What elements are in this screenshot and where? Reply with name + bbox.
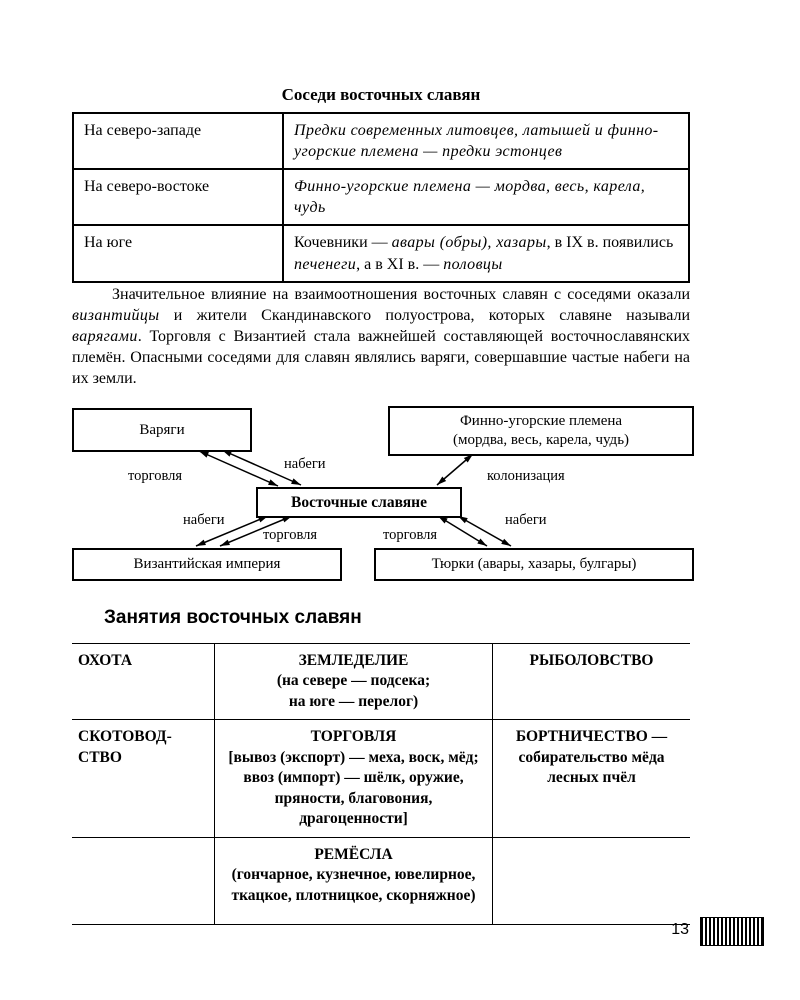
intro-paragraph: Значительное влияние на взаимоотношения … — [72, 284, 690, 389]
cell-hunting: ОХОТА — [72, 642, 215, 720]
table-row: На юге Кочевники — авары (обры), хазары,… — [72, 224, 690, 283]
cell-cattle-breeding: СКОТОВОД- СТВО — [72, 719, 215, 838]
cell-farming: ЗЕМЛЕДЕЛИЕ (на севере — подсека; на юге … — [214, 642, 493, 720]
text-segment: , а в XI в. — — [356, 255, 444, 273]
box-label: Восточные славяне — [291, 493, 427, 511]
arrow-turks-slavs-2 — [457, 515, 512, 547]
crafts-title: РЕМЁСЛА — [314, 845, 393, 863]
neighbor-direction: На северо-востоке — [72, 168, 284, 227]
arrowhead — [501, 538, 511, 546]
table-row: РЕМЁСЛА (гончарное, кузнечное, ювелирное… — [72, 836, 690, 925]
page-title: Соседи восточных славян — [281, 85, 481, 104]
arrowhead — [268, 479, 278, 486]
crafts-sub: (гончарное, кузнечное, ювелирное, ткацко… — [231, 866, 476, 904]
occupations-heading: Занятия восточных славян — [104, 607, 362, 628]
text-segment: . Торговля с Византией стала важнейшей с… — [72, 328, 690, 387]
arrow-label-raids-byzantine: набеги — [183, 512, 225, 528]
farming-sub: (на севере — подсека; — [276, 672, 431, 690]
arrowhead — [477, 538, 487, 546]
text-segment-italic: печенеги — [294, 255, 357, 273]
neighbor-direction: На юге — [72, 224, 284, 283]
box-label: Византийская империя — [133, 556, 281, 573]
table-row: На северо-востоке Финно-угорские племена… — [72, 168, 690, 227]
table-row: ОХОТА ЗЕМЛЕДЕЛИЕ (на севере — подсека; н… — [72, 642, 690, 720]
neighbor-direction: На северо-западе — [72, 111, 284, 171]
box-varangians: Варяги — [72, 408, 252, 452]
arrowhead — [199, 451, 209, 458]
text-segment: и жители Скандинавского полуострова, кот… — [159, 307, 690, 324]
farming-sub: на юге — перелог) — [288, 692, 419, 710]
cell-empty-right — [492, 836, 690, 925]
arrowhead — [291, 478, 301, 485]
box-turks: Тюрки (авары, хазары, булгары) — [374, 548, 694, 581]
text-segment-italic: авары (обры), хазары — [391, 234, 547, 252]
cell-trade: ТОРГОВЛЯ [вывоз (экспорт) — меха, воск, … — [214, 719, 493, 838]
arrowhead — [463, 454, 473, 463]
arrow-byzantine-slavs-1 — [195, 515, 269, 547]
table-row: СКОТОВОД- СТВО ТОРГОВЛЯ [вывоз (экспорт)… — [72, 719, 690, 838]
box-label: Финно-угорские племена — [459, 413, 623, 430]
box-finno-ugric: Финно-угорские племена (мордва, весь, ка… — [388, 406, 694, 456]
arrow-label-raids-varangians: набеги — [284, 456, 326, 472]
text-segment: Значительное влияние на взаимоотношения … — [112, 286, 690, 303]
cell-empty-left — [72, 836, 215, 925]
arrow-varangians-slavs-1 — [198, 450, 279, 487]
arrow-label-trade-byzantine: торговля — [263, 527, 318, 543]
cell-crafts: РЕМЁСЛА (гончарное, кузнечное, ювелирное… — [214, 836, 493, 925]
neighbor-description: Предки современных литовцев, латышей и ф… — [282, 111, 690, 171]
cattle-line: СТВО — [78, 748, 122, 766]
arrowhead — [437, 476, 447, 485]
neighbor-description: Финно-угорские племена — мордва, весь, к… — [282, 168, 690, 227]
farming-title: ЗЕМЛЕДЕЛИЕ — [298, 652, 409, 669]
cell-beekeeping: БОРТНИЧЕСТВО — собирательство мёда лесны… — [492, 719, 690, 838]
arrowhead — [196, 539, 206, 546]
page-number: 13 — [671, 921, 689, 938]
trade-sub: [вывоз (экспорт) — меха, воск, мёд; ввоз… — [228, 748, 479, 828]
barcode-graphic — [700, 917, 764, 946]
box-label: (мордва, весь, карела, чудь) — [452, 432, 630, 448]
arrowhead — [220, 539, 230, 546]
arrow-label-trade-varangians: торговля — [128, 468, 183, 484]
text-segment: Кочевники — — [294, 234, 392, 252]
cell-fishing: РЫБОЛОВСТВО — [492, 642, 690, 720]
arrow-label-raids-turks: набеги — [505, 512, 547, 528]
occupations-table: ОХОТА ЗЕМЛЕДЕЛИЕ (на севере — подсека; н… — [72, 642, 690, 925]
arrow-byzantine-slavs-2 — [219, 515, 293, 547]
box-label: Тюрки (авары, хазары, булгары) — [431, 556, 637, 573]
text-segment-italic: варягами — [72, 328, 138, 345]
box-label: Варяги — [139, 421, 185, 438]
arrow-varangians-slavs-2 — [221, 449, 302, 486]
neighbor-description: Кочевники — авары (обры), хазары, в IX в… — [282, 224, 690, 283]
arrow-turks-slavs-1 — [437, 515, 488, 547]
relations-diagram: Варяги Финно-угорские племена (мордва, в… — [0, 406, 800, 581]
text-segment-italic: византийцы — [72, 307, 160, 324]
arrow-label-trade-turks: торговля — [383, 527, 438, 543]
trade-title: ТОРГОВЛЯ — [310, 728, 397, 746]
text-segment: , в IX в. появились — [546, 234, 674, 252]
box-eastern-slavs: Восточные славяне — [256, 487, 462, 518]
table-row: На северо-западе Предки современных лито… — [72, 111, 690, 171]
cattle-line: СКОТОВОД- — [78, 728, 172, 746]
neighbors-table: На северо-западе Предки современных лито… — [72, 111, 690, 283]
text-segment-italic: половцы — [443, 255, 503, 273]
box-byzantine-empire: Византийская империя — [72, 548, 342, 581]
arrow-label-colonization: колонизация — [487, 468, 565, 484]
